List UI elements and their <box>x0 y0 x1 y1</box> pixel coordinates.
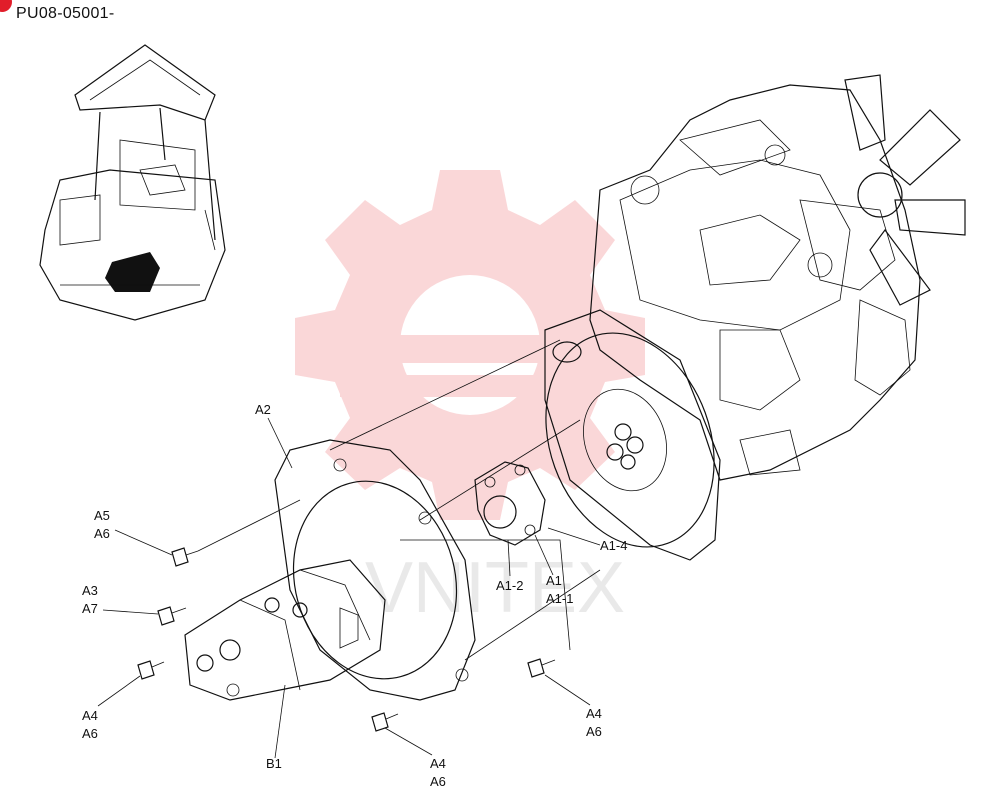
label-a6-bottom: A6 <box>430 774 446 789</box>
engine-block <box>589 74 966 481</box>
part-code: PU08-05001- <box>16 5 115 22</box>
label-a7: A7 <box>82 601 98 616</box>
excavator-thumbnail <box>39 44 226 321</box>
flywheel <box>544 309 721 561</box>
label-a1-4: A1-4 <box>600 538 627 553</box>
label-a6-left: A6 <box>82 726 98 741</box>
label-a6: A6 <box>94 526 110 541</box>
flywheel-housing-a2 <box>274 439 476 701</box>
watermark-text: VNITEX <box>365 548 625 628</box>
label-a1-2: A1-2 <box>496 578 523 593</box>
label-b1: B1 <box>266 756 282 771</box>
bolt-a4-left <box>137 660 165 680</box>
label-a4-right: A4 <box>586 706 602 721</box>
bolt-a3 <box>157 606 187 626</box>
bolt-a5 <box>171 547 199 567</box>
label-a1-1: A1-1 <box>546 591 573 606</box>
label-a6-right: A6 <box>586 724 602 739</box>
corner-marker <box>0 0 12 12</box>
label-a4-left: A4 <box>82 708 98 723</box>
bolt-a4-bottom <box>371 712 399 732</box>
assembly-lines <box>197 339 601 661</box>
watermark-logo: VNITEX <box>295 170 645 628</box>
label-a2: A2 <box>255 402 271 417</box>
label-a4-bottom: A4 <box>430 756 446 771</box>
leader-lines <box>97 417 601 759</box>
cooling-fan <box>844 74 966 306</box>
hydraulic-pump-b1 <box>184 559 386 701</box>
label-a1: A1 <box>546 573 562 588</box>
bolt-a4-right <box>527 658 556 678</box>
coupling-a1 <box>474 461 546 546</box>
label-a5: A5 <box>94 508 110 523</box>
label-a3: A3 <box>82 583 98 598</box>
